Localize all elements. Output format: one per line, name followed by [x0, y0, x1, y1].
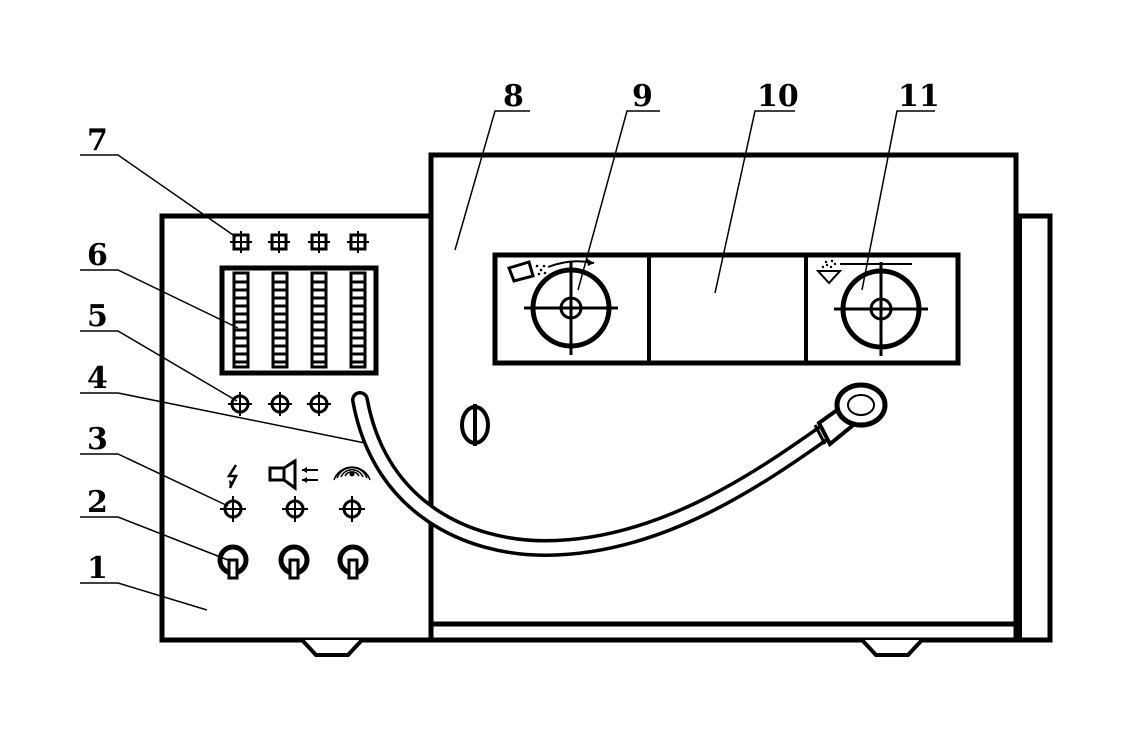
leader-line-11: [861, 110, 935, 291]
callout-label-11: 11: [898, 79, 940, 114]
foot-left: [300, 638, 364, 657]
speaker-icon: [268, 458, 318, 491]
leader-line-3: [80, 453, 229, 507]
callout-label-1: 1: [87, 551, 108, 586]
callout-label-3: 3: [87, 422, 108, 457]
display-panel: [219, 265, 379, 376]
leader-line-5: [80, 330, 238, 402]
lightning-icon: [226, 464, 239, 489]
leader-line-10: [714, 110, 795, 294]
callout-label-2: 2: [87, 485, 108, 520]
gauge-column: [271, 271, 289, 369]
foot-right: [860, 638, 924, 657]
callout-label-4: 4: [87, 361, 108, 396]
round-knob: [220, 496, 246, 522]
square-lamp: [347, 231, 369, 253]
knob-row: [228, 392, 331, 416]
leader-line-4: [80, 392, 366, 444]
toggle-switch: [278, 544, 310, 580]
hose: [351, 391, 837, 558]
round-knob: [282, 496, 308, 522]
leader-line-9: [577, 110, 660, 291]
leader-line-8: [454, 110, 530, 251]
square-lamp: [230, 231, 252, 253]
round-knob: [268, 392, 292, 416]
callout-label-5: 5: [87, 299, 108, 334]
round-knob: [307, 392, 331, 416]
leader-line-6: [80, 269, 239, 329]
leader-lines: [80, 110, 935, 611]
left-dial: [524, 258, 618, 355]
chamber-cover: [428, 152, 1019, 643]
indicator-knob-row: [220, 496, 365, 522]
dust-funnel-icon: [815, 259, 912, 285]
right-dial: [834, 262, 928, 356]
indicator-lamps-row: [230, 231, 369, 253]
toggle-switch: [337, 544, 369, 580]
leader-line-2: [80, 516, 229, 561]
spray-nozzle-icon: [507, 260, 547, 283]
round-knob: [339, 496, 365, 522]
callout-label-8: 8: [503, 79, 524, 114]
callout-label-9: 9: [632, 79, 653, 114]
gauge-column: [232, 271, 250, 369]
gauge-column: [349, 271, 367, 369]
toggle-switch-row: [217, 544, 369, 580]
hose-nozzle: [816, 382, 888, 448]
signal-waves-icon: [333, 466, 371, 481]
square-lamp: [308, 231, 330, 253]
toggle-switch: [217, 544, 249, 580]
leader-line-7: [80, 154, 237, 238]
callout-labels: 1 2 3 4 5 6 7 8 9 10 11: [87, 79, 940, 586]
door-handle: [460, 404, 490, 446]
callout-label-10: 10: [757, 79, 799, 114]
square-lamp: [268, 231, 290, 253]
gauge-column: [310, 271, 328, 369]
callout-label-7: 7: [87, 123, 108, 158]
leader-line-1: [80, 582, 208, 611]
callout-label-6: 6: [87, 238, 108, 273]
